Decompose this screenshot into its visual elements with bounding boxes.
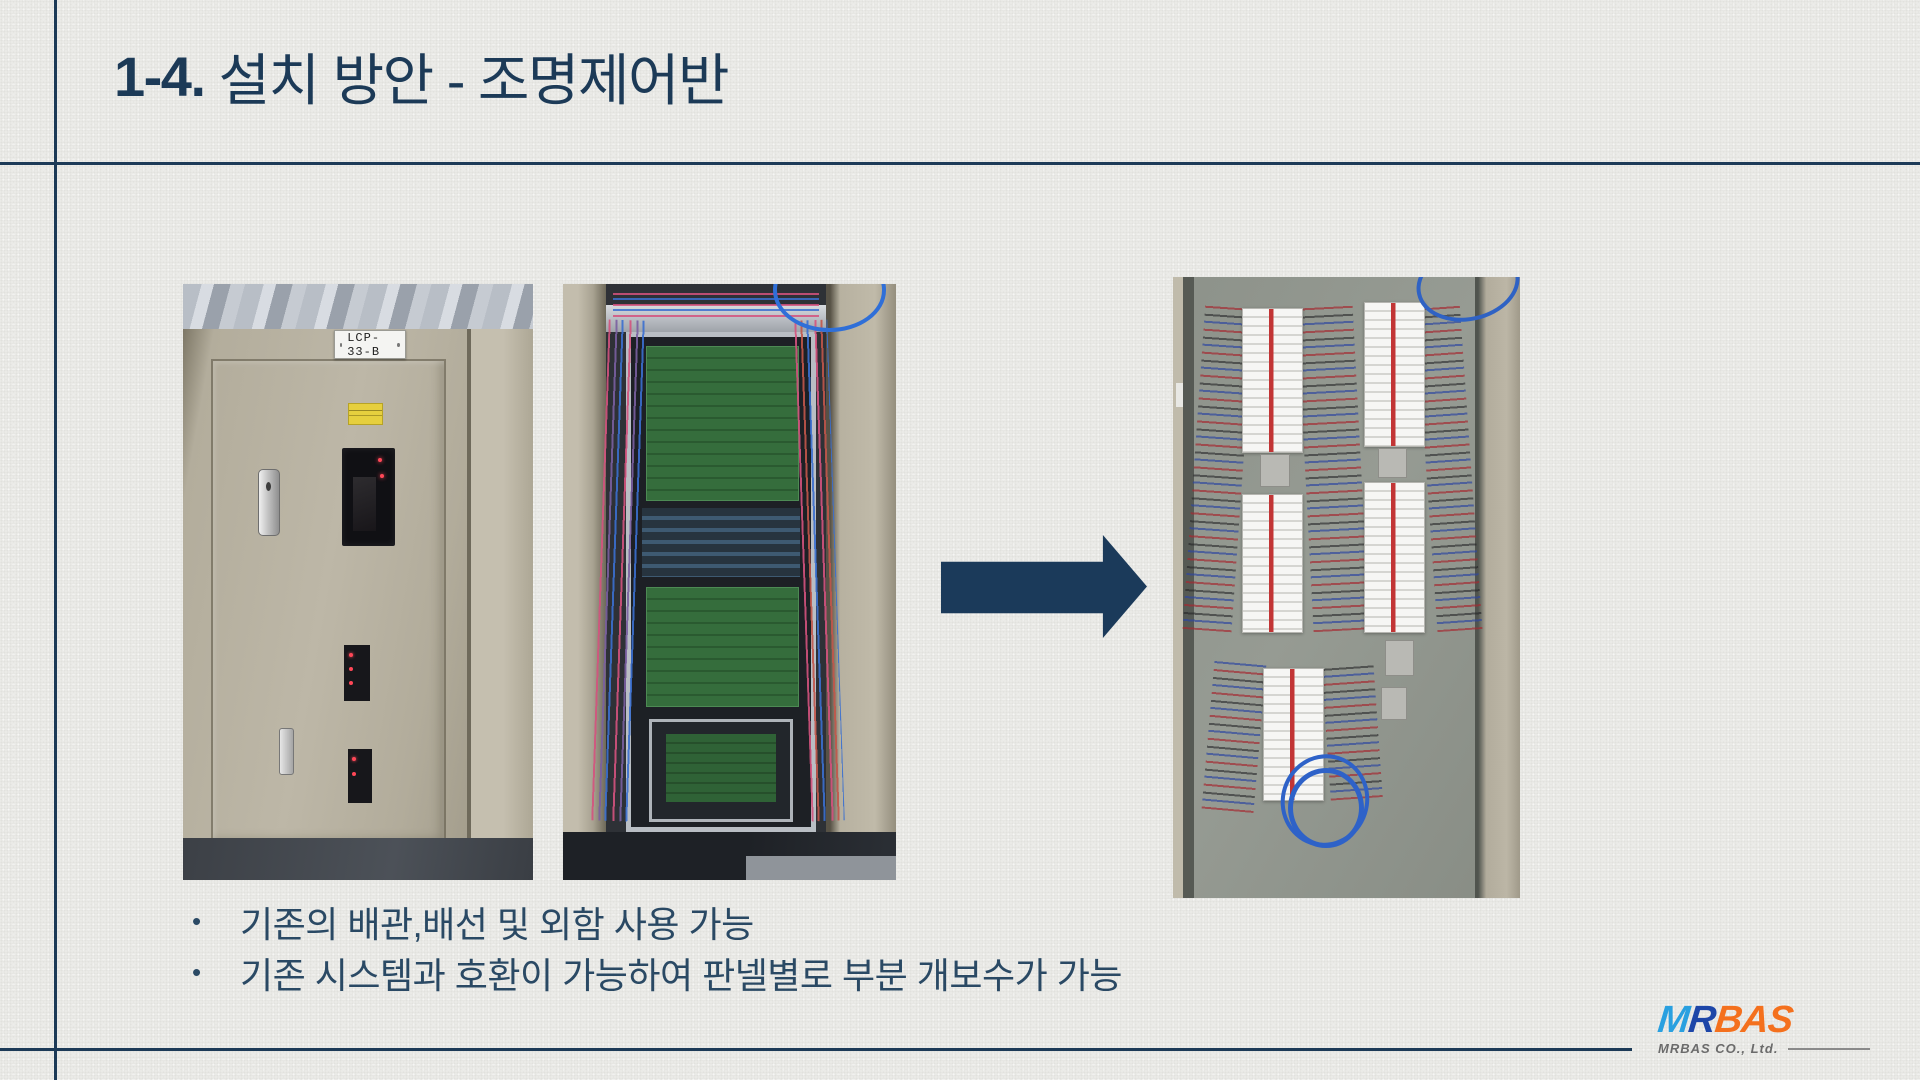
bottom-unit (649, 719, 794, 823)
module-cluster-top-right (1363, 301, 1425, 447)
junction-box (1259, 453, 1290, 488)
adjacent-cabinet (466, 328, 533, 880)
wire-fan-bottom-left (1201, 660, 1267, 814)
small-label (1176, 382, 1184, 408)
led-slot-upper (344, 644, 371, 702)
bullet-marker: • (192, 906, 202, 936)
photo-renovated-panel (1173, 277, 1520, 898)
logo-letter-m: M (1655, 999, 1691, 1041)
concrete-wall (183, 284, 533, 332)
door-edge-left (1173, 277, 1184, 898)
bullet-item: • 기존 시스템과 호환이 가능하여 판넬별로 부분 개보수가 가능 (192, 947, 1472, 998)
company-logo: MRBAS MRBAS CO., Ltd. (1655, 999, 1890, 1056)
door-latch (279, 728, 294, 775)
red-led-dots (352, 757, 357, 762)
page-title: 1-4. 설치 방안 - 조명제어반 (114, 30, 730, 122)
frame-bottom-line (0, 1048, 1632, 1051)
bullet-text: 기존 시스템과 호환이 가능하여 판넬별로 부분 개보수가 가능 (240, 954, 1123, 996)
cabinet-door-outline (211, 358, 446, 846)
module-cluster-top-left (1242, 308, 1304, 453)
frame-vertical-line (54, 0, 57, 1080)
pcb-rack (626, 331, 817, 833)
logo-company-name: MRBAS CO., Ltd. (1658, 1041, 1779, 1056)
logo-wordmark: MRBAS (1655, 999, 1890, 1041)
module-cluster-mid-left (1242, 494, 1304, 633)
title-text: 설치 방안 - 조명제어반 (218, 48, 730, 112)
yellow-sticker (347, 403, 383, 426)
wire-fan-middle (1296, 300, 1369, 633)
panel-name-label: LCP-33-B (333, 330, 406, 359)
green-pcb-lower (645, 586, 799, 707)
title-number: 1-4. (114, 44, 206, 108)
cabinet-base (746, 856, 896, 880)
display-reflection (352, 477, 377, 532)
led-display-window (342, 447, 395, 547)
frame-top-line (0, 162, 1920, 165)
bullet-marker: • (192, 957, 202, 987)
logo-rule-line (1788, 1047, 1871, 1050)
bullet-item: • 기존의 배관,배선 및 외함 사용 가능 (192, 896, 1472, 947)
logo-subrow: MRBAS CO., Ltd. (1658, 1041, 1888, 1056)
red-led-dots (348, 652, 353, 657)
floor (183, 838, 533, 880)
led-slot-lower (347, 748, 372, 803)
photo-existing-panel-open (563, 284, 896, 880)
logo-letters-bas: BAS (1712, 999, 1795, 1041)
bullet-text: 기존의 배관,배선 및 외함 사용 가능 (240, 903, 754, 945)
green-pcb-top (645, 346, 799, 501)
bullet-list: • 기존의 배관,배선 및 외함 사용 가능 • 기존 시스템과 호환이 가능하… (192, 896, 1472, 998)
wire-bundle-top (612, 292, 820, 317)
arrow-right-icon (941, 535, 1147, 638)
module-cluster-mid-right (1363, 481, 1425, 633)
door-handle (258, 468, 280, 537)
junction-box (1384, 640, 1415, 677)
wire-fan-right (1414, 300, 1483, 633)
blue-cable-coil (1287, 767, 1364, 849)
junction-box (1381, 686, 1408, 720)
open-door-right (1474, 277, 1520, 898)
junction-box (1377, 447, 1408, 478)
red-led-dots (377, 457, 382, 462)
photo-existing-panel-closed: LCP-33-B (183, 284, 533, 880)
controller-slats (642, 508, 801, 578)
